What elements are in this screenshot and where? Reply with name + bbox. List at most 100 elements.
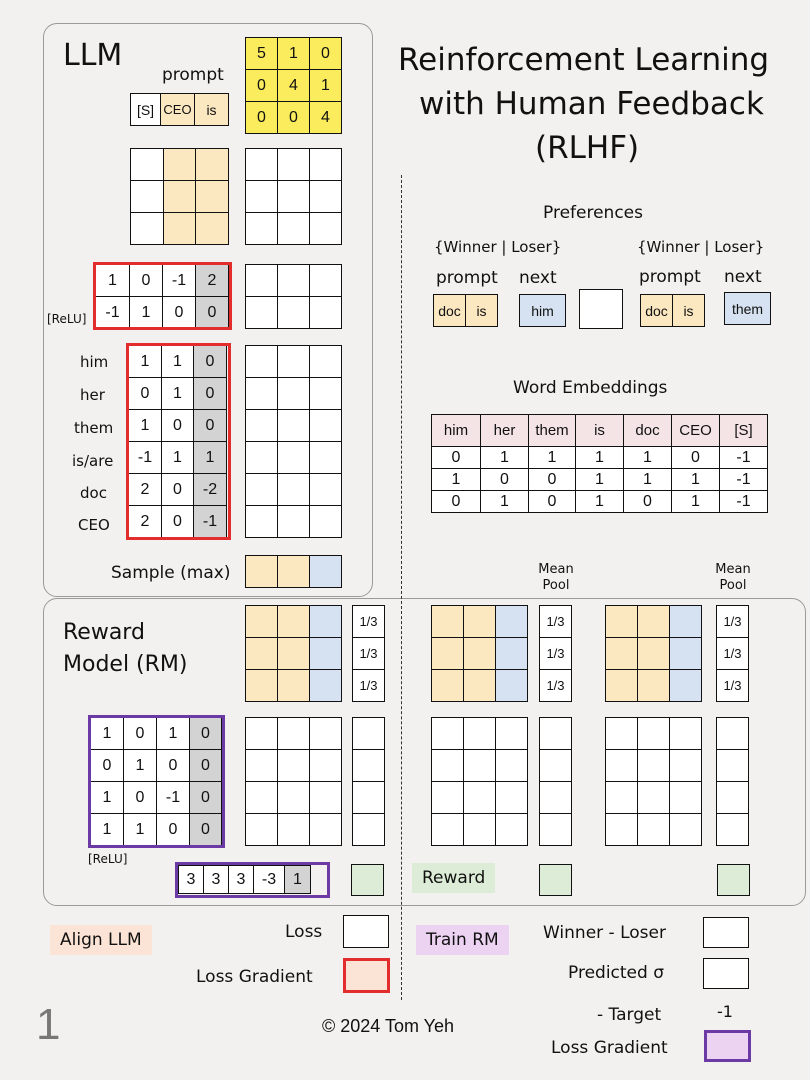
rm-input-winner	[431, 605, 528, 702]
rm-label-line2: Model (RM)	[63, 652, 188, 677]
emb-cell: 1	[576, 469, 624, 491]
token-start: [S]	[131, 94, 161, 126]
pref-next-label-left: next	[519, 268, 557, 288]
unembed-cell: 0	[194, 346, 227, 378]
rm-weights: 1 0 1 0 0 1 0 0 1 0 -1 0 1 1 0 0	[90, 717, 222, 846]
minus-target-label: - Target	[597, 1005, 662, 1025]
attn-cell: 1	[310, 70, 342, 102]
train-rm-tag: Train RM	[416, 925, 509, 955]
unembed-weights-highlight	[126, 343, 231, 540]
emb-cell: 1	[624, 469, 672, 491]
emb-cell: 1	[432, 469, 481, 491]
unembed-cell: 1	[162, 346, 194, 378]
loss-gradient-label: Loss Gradient	[196, 967, 313, 987]
unembed-cell: 1	[129, 346, 162, 378]
unembed-cell: 1	[194, 442, 227, 474]
pref-prompt-label-left: prompt	[436, 268, 498, 288]
mean-pool-cell: 1/3	[353, 606, 385, 638]
emb-header: is	[576, 415, 624, 447]
emb-cell: 1	[529, 447, 576, 469]
rm-output-weights-highlight	[175, 862, 330, 898]
reward-label: Reward	[412, 863, 496, 893]
llm-logits-grid	[245, 345, 342, 538]
winner-loser-header-left: {Winner | Loser}	[434, 238, 562, 256]
emb-header: [S]	[720, 415, 768, 447]
attn-cell: 0	[246, 102, 278, 134]
vocab-them: them	[74, 419, 114, 437]
unembed-cell: 0	[194, 410, 227, 442]
rm-weight-cell: 1	[91, 718, 124, 750]
unembed-cell: 1	[162, 442, 194, 474]
unembed-cell: 2	[129, 474, 162, 506]
emb-header: her	[481, 415, 529, 447]
emb-cell: 1	[576, 491, 624, 513]
ffn-weights: 1 0 -1 2 -1 1 0 0	[95, 264, 229, 329]
emb-cell: 0	[481, 469, 529, 491]
llm-attended-grid	[245, 148, 342, 245]
emb-cell: -1	[720, 469, 768, 491]
emb-cell: 0	[624, 491, 672, 513]
title-line2: with Human Feedback	[419, 86, 764, 122]
mean-pool-loser: 1/3 1/3 1/3	[716, 605, 749, 702]
mean-pool-cell: 1/3	[540, 670, 572, 702]
mean-pool-cell: 1/3	[540, 638, 572, 670]
pref-next-label-right: next	[724, 267, 762, 287]
rm-weight-cell: 1	[124, 750, 157, 782]
target-value: -1	[717, 1002, 733, 1021]
prompt-label: prompt	[162, 65, 224, 85]
mean-pool-cell: 1/3	[717, 638, 749, 670]
rm-output-cell: 3	[179, 866, 204, 894]
predicted-sigma-box	[703, 958, 749, 989]
title-line1: Reinforcement Learning	[398, 42, 770, 78]
loser-prompt: doc is	[640, 294, 705, 327]
rm-loss-gradient-label: Loss Gradient	[551, 1038, 668, 1058]
vocab-doc: doc	[80, 484, 107, 502]
unembed-cell: 1	[129, 410, 162, 442]
emb-cell: 1	[576, 447, 624, 469]
reward-winner	[539, 864, 572, 896]
rm-weight-cell: 0	[91, 750, 124, 782]
llm-input-grid	[130, 148, 229, 245]
loser-prompt-token: is	[673, 295, 705, 327]
rm-weight-cell: 0	[190, 750, 222, 782]
reward-loser	[717, 864, 750, 896]
rm-output-cell: -3	[254, 866, 285, 894]
mean-pool-cell: 1/3	[717, 606, 749, 638]
ffn-weights-highlight	[93, 262, 232, 330]
emb-cell: 0	[529, 469, 576, 491]
mean-pool-label-loser: Mean Pool	[715, 562, 751, 593]
rm-output-cell: 1	[285, 866, 311, 894]
embeddings-table: him her them is doc CEO [S] 0 1 1 1 1 0 …	[431, 414, 768, 513]
sample-label: Sample (max)	[111, 563, 231, 583]
preferences-title: Preferences	[543, 203, 643, 223]
ffn-hidden-grid	[245, 264, 342, 329]
winner-next-token: him	[520, 295, 566, 327]
token-ceo: CEO	[161, 94, 195, 126]
rm-output-cell: 3	[204, 866, 229, 894]
rm-weight-cell: 0	[157, 750, 190, 782]
rm-weight-cell: -1	[157, 782, 190, 814]
rm-hidden-loser-pool	[716, 717, 749, 846]
embeddings-title: Word Embeddings	[513, 378, 668, 398]
align-llm-tag: Align LLM	[50, 925, 152, 955]
rm-hidden-sample	[245, 717, 342, 846]
ffn-cell: 0	[130, 265, 163, 297]
center-divider	[401, 175, 402, 1000]
vocab-her: her	[80, 386, 105, 404]
winner-prompt-token: doc	[434, 295, 466, 327]
unembed-cell: 1	[162, 378, 194, 410]
mean-pool-winner: 1/3 1/3 1/3	[539, 605, 572, 702]
vocab-ceo: CEO	[78, 516, 110, 534]
unembed-cell: -2	[194, 474, 227, 506]
rm-relu-label: [ReLU]	[88, 852, 128, 866]
rm-weight-cell: 1	[91, 782, 124, 814]
attn-cell: 5	[246, 38, 278, 70]
unembed-cell: 0	[162, 410, 194, 442]
emb-cell: 1	[672, 491, 720, 513]
token-is: is	[195, 94, 229, 126]
attn-cell: 0	[278, 102, 310, 134]
page-number: 1	[36, 1000, 61, 1049]
predicted-sigma-label: Predicted σ	[568, 963, 664, 983]
preference-empty-box	[579, 289, 623, 329]
emb-cell: 1	[672, 469, 720, 491]
